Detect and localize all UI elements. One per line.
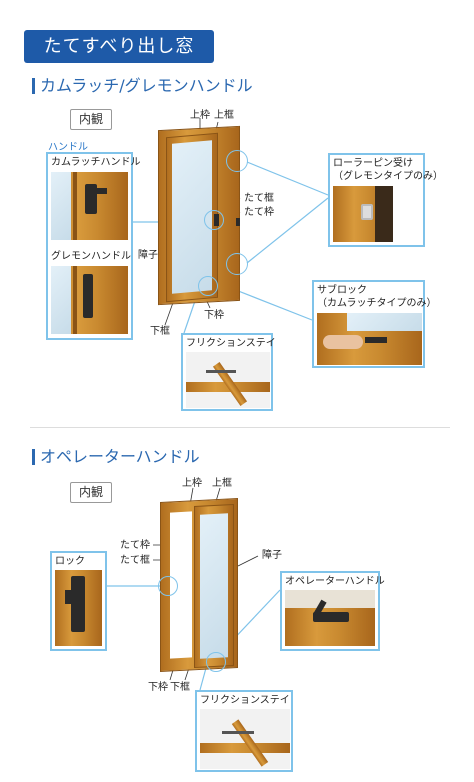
friction-stay-photo-2 — [200, 709, 290, 769]
friction-stay-callout-box-2: フリクションステイ — [195, 690, 293, 772]
label-side-frame: たて枠 — [244, 207, 274, 218]
operator-handle-callout-box: オペレーターハンドル — [280, 571, 385, 651]
sub-lock-photo — [317, 313, 422, 365]
operator-circle — [206, 652, 226, 672]
page-title: たてすべり出し窓 — [24, 30, 214, 63]
label-bottom-frame-2: 下枠 — [148, 682, 168, 693]
friction-stay-label: フリクションステイ — [186, 338, 276, 349]
roller-pin-callout-box: ローラーピン受け （グレモンタイプのみ） — [328, 153, 443, 247]
section2-heading-text: オペレーターハンドル — [40, 447, 200, 466]
sub-lock-note: （カムラッチタイプのみ） — [317, 298, 437, 309]
roller-pin-circle — [226, 150, 248, 172]
sub-lock-label: サブロック — [317, 285, 367, 296]
section-heading-operator: オペレーターハンドル — [32, 447, 200, 467]
gremon-handle-photo — [51, 266, 128, 334]
lock-callout-box: ロック — [50, 551, 107, 651]
label-bottom-sash-2: 下框 — [170, 682, 190, 693]
camlatch-handle-photo — [51, 172, 128, 240]
roller-pin-note: （グレモンタイプのみ） — [333, 171, 443, 182]
sub-lock-callout-box: サブロック （カムラッチタイプのみ） — [312, 280, 437, 368]
lock-label: ロック — [55, 556, 85, 567]
friction-stay-callout-box: フリクションステイ — [181, 333, 276, 411]
handle-label: ハンドル — [48, 142, 88, 153]
camlatch-handle-label: カムラッチハンドル — [51, 157, 141, 168]
friction-stay-photo — [186, 352, 270, 408]
interior-view-badge-2: 内観 — [70, 482, 113, 503]
label-upper-frame: 上枠 — [190, 110, 210, 121]
label-upper-sash: 上框 — [214, 110, 234, 121]
label-upper-frame-2: 上枠 — [182, 478, 202, 489]
gremon-handle-label: グレモンハンドル — [51, 251, 131, 262]
label-bottom-sash: 下框 — [150, 326, 170, 337]
label-side-frame-2: たて枠 — [120, 540, 150, 551]
label-upper-sash-2: 上框 — [212, 478, 232, 489]
section-heading-camlatch: カムラッチ/グレモンハンドル — [32, 76, 253, 96]
lock-photo — [55, 570, 102, 646]
handle-circle — [204, 210, 224, 230]
label-side-sash: たて框 — [244, 193, 274, 204]
friction-stay-label-2: フリクションステイ — [200, 695, 290, 706]
section1-heading-text: カムラッチ/グレモンハンドル — [40, 76, 253, 95]
roller-pin-lower-circle — [226, 253, 248, 275]
roller-pin-photo — [333, 186, 393, 242]
roller-pin-label: ローラーピン受け — [333, 158, 413, 169]
label-bottom-frame: 下枠 — [204, 310, 224, 321]
heading-bar — [32, 449, 35, 465]
handle-callout-box: カムラッチハンドル グレモンハンドル — [46, 152, 141, 340]
lock-circle — [158, 576, 178, 596]
label-panel: 障子 — [138, 250, 158, 261]
label-panel-2: 障子 — [262, 550, 282, 561]
sub-lock-circle — [198, 276, 218, 296]
section-divider — [30, 427, 450, 428]
label-side-sash-2: たて框 — [120, 555, 150, 566]
operator-handle-photo — [285, 590, 375, 646]
heading-bar — [32, 78, 35, 94]
interior-view-badge: 内観 — [70, 109, 113, 130]
operator-handle-label: オペレーターハンドル — [285, 576, 385, 587]
